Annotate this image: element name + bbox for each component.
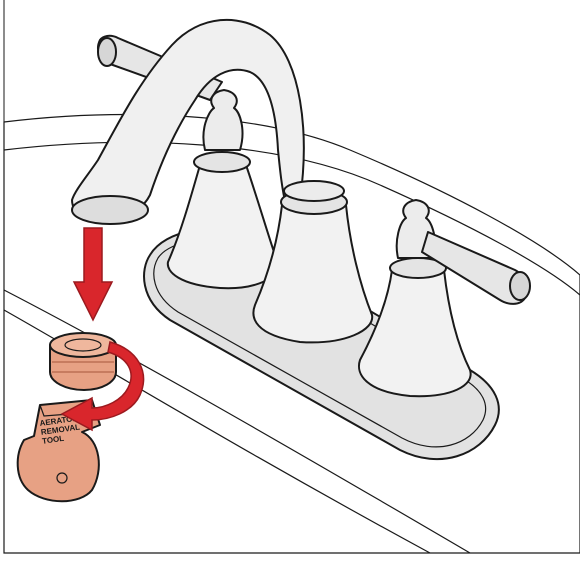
right-handle-lever — [421, 231, 531, 305]
aerator-cartridge — [49, 332, 117, 391]
left-valve-body — [166, 89, 280, 290]
center-spout-body — [252, 180, 374, 344]
faucet-spout — [71, 18, 305, 225]
rotate-arrow-icon — [60, 341, 145, 432]
tool-label-line-3: TOOL — [42, 434, 65, 446]
down-arrow-icon — [72, 227, 114, 322]
